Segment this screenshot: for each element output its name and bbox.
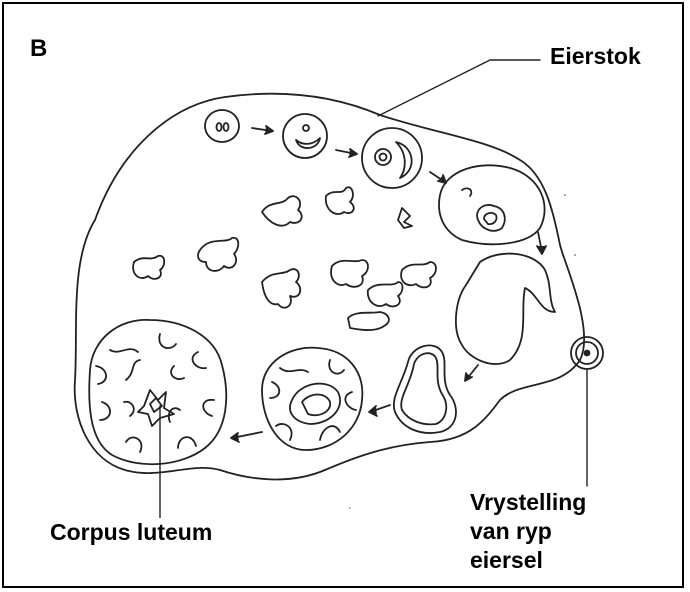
- leader-line-eierstok: [378, 60, 540, 116]
- label-ovum-release: Vrystelling van ryp eiersel: [466, 488, 654, 574]
- released-ovum: [571, 337, 603, 369]
- label-ovum-release-line3: eiersel: [470, 546, 650, 575]
- scan-speck: [349, 507, 351, 509]
- luteal-arrowhead-2: [231, 433, 239, 442]
- growth-arrowhead-2: [349, 149, 357, 157]
- medulla-blob-8: [401, 262, 436, 287]
- label-ovum-release-line2: van ryp: [470, 517, 650, 546]
- label-ovum-release-line1: Vrystelling: [470, 488, 650, 517]
- medulla-blob-7: [331, 260, 368, 287]
- label-ovary: Eierstok: [546, 42, 645, 71]
- medulla-blob-2: [326, 187, 354, 214]
- luteal-arrowhead-1: [369, 406, 377, 416]
- label-corpus-luteum: Corpus luteum: [46, 518, 216, 547]
- corpus-luteum-developing: [262, 348, 362, 450]
- follicle-secondary: [362, 128, 422, 188]
- scan-speck: [564, 194, 566, 196]
- scan-speck: [574, 254, 576, 256]
- growth-arrowhead-1: [265, 126, 273, 134]
- medulla-blob-5: [133, 256, 164, 279]
- follicle-primary: [283, 114, 327, 158]
- growth-arrowhead-4: [537, 246, 546, 254]
- corpus-luteum-mature: [89, 320, 226, 464]
- medulla-blob-3: [398, 208, 412, 228]
- follicle-mature: [439, 165, 545, 244]
- medulla-blob-1: [262, 196, 302, 225]
- medulla-blob-4: [198, 238, 238, 271]
- medulla-blob-9: [368, 282, 403, 306]
- follicle-collapsed: [394, 345, 456, 433]
- follicle-primordial: [205, 110, 239, 142]
- medulla-blob-10: [348, 312, 389, 330]
- panel-letter: B: [30, 34, 47, 64]
- follicle-ruptured: [456, 254, 555, 364]
- medulla-blob-6: [262, 269, 300, 308]
